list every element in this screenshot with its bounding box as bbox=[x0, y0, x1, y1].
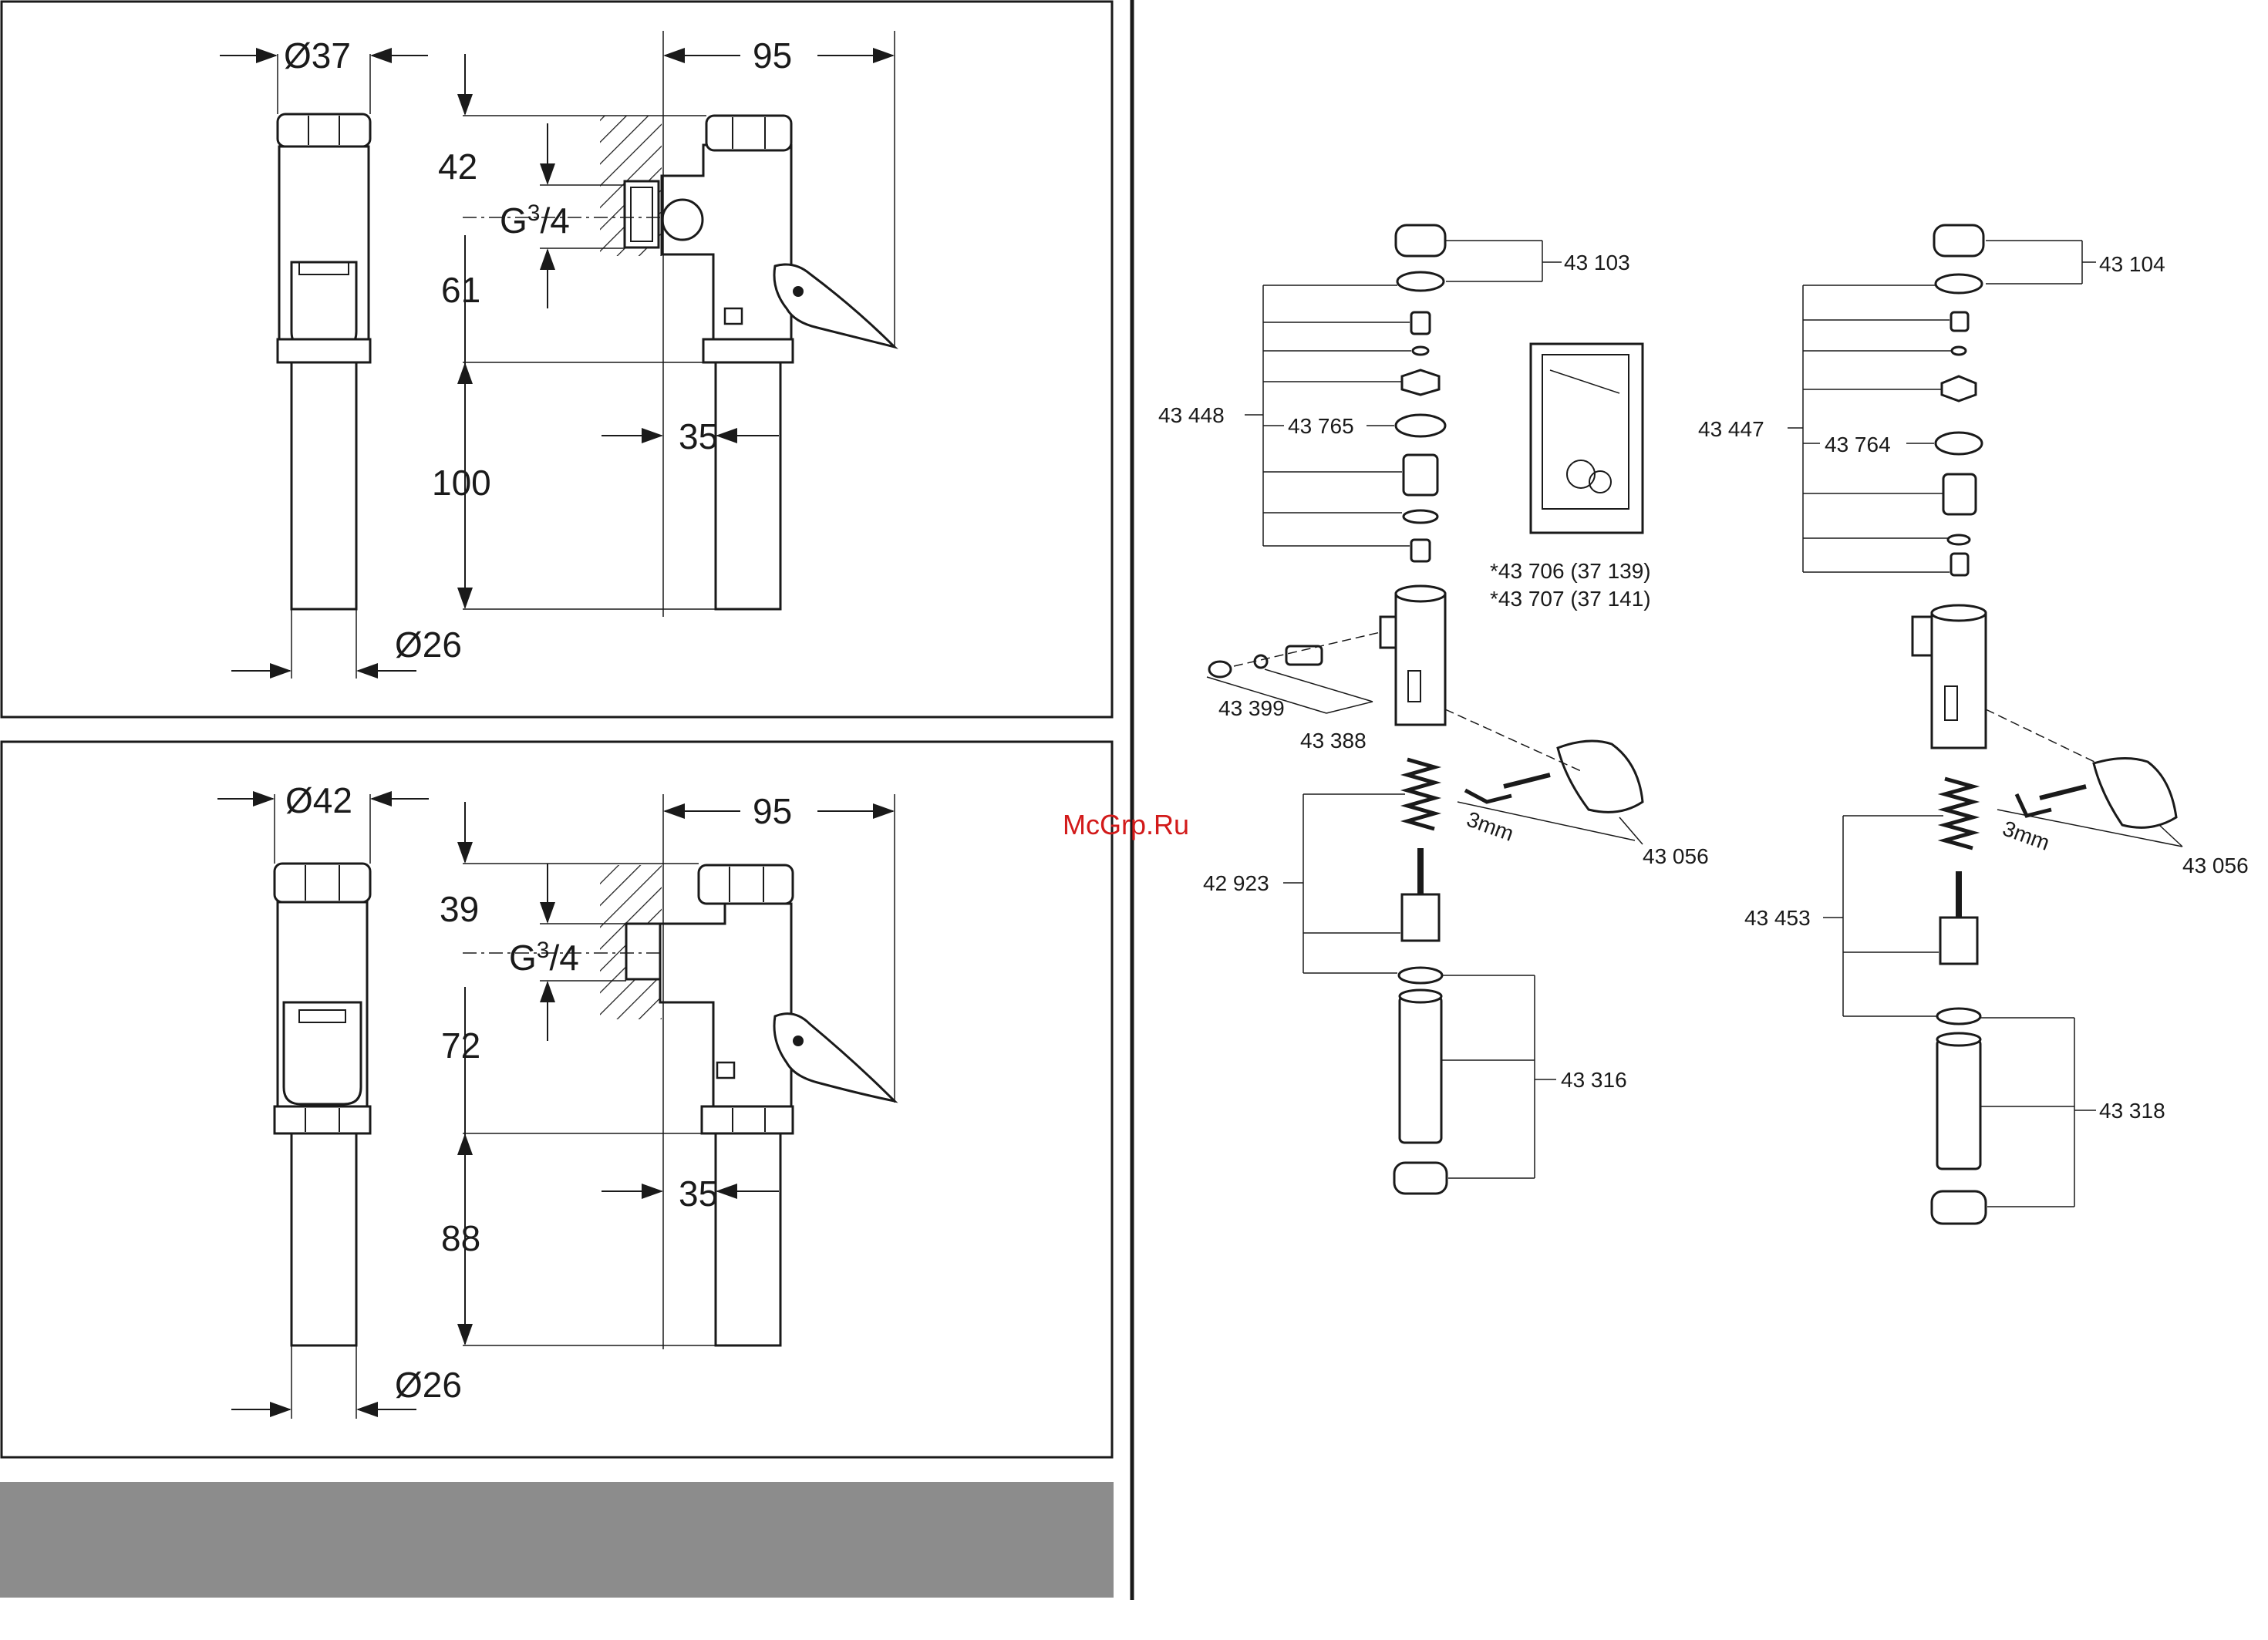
left-housing bbox=[1380, 594, 1445, 725]
top-panel-frame bbox=[2, 2, 1112, 717]
left-spindle-top bbox=[1411, 312, 1430, 334]
right-oring-3 bbox=[1937, 1009, 1980, 1024]
left-tube-set-label: 43 316 bbox=[1561, 1068, 1627, 1092]
left-lever-label: 43 056 bbox=[1643, 844, 1709, 868]
right-key-size: 3mm bbox=[2000, 817, 2053, 855]
right-housing bbox=[1912, 613, 1986, 748]
right-small-oring bbox=[1952, 347, 1966, 355]
top-thread-g: G bbox=[500, 200, 527, 241]
right-cap-seal bbox=[1936, 274, 1982, 293]
top-thread-num: 3 bbox=[527, 200, 541, 226]
left-bottom-nut bbox=[1394, 1163, 1447, 1194]
top-outer-diameter-label: Ø37 bbox=[284, 35, 351, 76]
left-nozzle bbox=[1411, 540, 1430, 561]
left-plug bbox=[1286, 646, 1322, 665]
right-oring-2 bbox=[1948, 535, 1970, 544]
right-tube-set-label: 43 318 bbox=[2099, 1099, 2165, 1123]
bottom-panel-frame bbox=[2, 742, 1112, 1457]
grey-footer-bar bbox=[0, 1482, 1114, 1598]
right-spring bbox=[1945, 779, 1973, 848]
bottom-width-label: 95 bbox=[753, 791, 792, 831]
left-cap bbox=[1396, 225, 1445, 256]
top-thread-label: G3/4 bbox=[500, 200, 570, 241]
bottom-offset-label: 35 bbox=[679, 1174, 718, 1214]
bottom-thread-den: /4 bbox=[549, 938, 578, 978]
left-screw-head bbox=[1209, 662, 1231, 677]
right-spindle-top bbox=[1951, 312, 1968, 331]
top-dim-top-label: 42 bbox=[438, 146, 477, 187]
top-dimension-drawing: Ø37 95 42 G3/4 61 35 100 Ø26 bbox=[220, 31, 895, 679]
left-lever bbox=[1558, 741, 1643, 812]
bottom-outer-diameter-label: Ø42 bbox=[285, 780, 352, 820]
bottom-thread-g: G bbox=[509, 938, 537, 978]
right-seat-ring bbox=[1936, 433, 1982, 454]
left-piston-label: 42 923 bbox=[1203, 871, 1269, 895]
exploded-view-right: 3mm bbox=[1698, 225, 2249, 1224]
bottom-front-view bbox=[275, 864, 370, 1345]
left-screw-label: 43 399 bbox=[1218, 696, 1285, 720]
left-spring bbox=[1407, 759, 1434, 829]
left-washer bbox=[1255, 655, 1267, 668]
right-seat-ring-label: 43 764 bbox=[1825, 433, 1891, 456]
top-dim-pipe-label: 100 bbox=[432, 463, 491, 503]
left-cap-seal-label: 43 103 bbox=[1564, 251, 1630, 274]
left-seat-ring-label: 43 765 bbox=[1288, 414, 1354, 438]
bottom-side-view bbox=[600, 865, 895, 1345]
right-valve-body bbox=[1943, 474, 1976, 514]
top-dim-mid-label: 61 bbox=[441, 270, 480, 310]
right-lever bbox=[2094, 758, 2176, 827]
top-thread-den: /4 bbox=[540, 200, 569, 241]
right-nut bbox=[1942, 376, 1976, 401]
left-oring-3 bbox=[1399, 968, 1442, 983]
left-valve-body bbox=[1404, 455, 1437, 495]
left-tube bbox=[1400, 996, 1441, 1143]
top-front-view bbox=[278, 114, 370, 609]
left-plug-label: 43 388 bbox=[1300, 729, 1367, 753]
bottom-dim-mid-label: 72 bbox=[441, 1025, 480, 1066]
left-allen-key bbox=[1465, 790, 1511, 802]
bottom-pipe-diameter-label: Ø26 bbox=[395, 1365, 462, 1405]
right-bottom-nut bbox=[1932, 1191, 1986, 1224]
right-piston-label: 43 453 bbox=[1744, 906, 1811, 930]
top-pipe-diameter-label: Ø26 bbox=[395, 625, 462, 665]
right-cartridge-set-label: 43 447 bbox=[1698, 417, 1764, 441]
left-repair-kit-bag bbox=[1531, 344, 1643, 533]
bottom-dim-top-label: 39 bbox=[440, 889, 479, 929]
left-cap-seal bbox=[1397, 272, 1444, 291]
right-tube bbox=[1937, 1039, 1980, 1169]
right-piston bbox=[1940, 918, 1977, 964]
top-offset-label: 35 bbox=[679, 416, 718, 456]
left-repair-kit-1-label: *43 706 (37 139) bbox=[1490, 559, 1651, 583]
right-cap-seal-label: 43 104 bbox=[2099, 252, 2165, 276]
bottom-dim-pipe-label: 88 bbox=[441, 1218, 480, 1258]
bottom-thread-label: G3/4 bbox=[509, 938, 579, 978]
left-piston bbox=[1402, 894, 1439, 941]
bottom-thread-num: 3 bbox=[537, 938, 550, 963]
top-width-label: 95 bbox=[753, 35, 792, 76]
right-lever-label: 43 056 bbox=[2182, 854, 2249, 877]
left-cartridge-set-label: 43 448 bbox=[1158, 403, 1225, 427]
watermark: McGrp.Ru bbox=[1063, 809, 1189, 840]
exploded-view-left: 3mm bbox=[1158, 225, 1709, 1194]
left-oring-2 bbox=[1404, 510, 1437, 523]
left-small-oring bbox=[1413, 347, 1428, 355]
right-nozzle bbox=[1951, 554, 1968, 575]
right-cap bbox=[1934, 225, 1983, 256]
left-nut bbox=[1402, 370, 1439, 395]
left-repair-kit-2-label: *43 707 (37 141) bbox=[1490, 587, 1651, 611]
bottom-dimension-drawing: Ø42 95 39 G3/4 72 35 88 Ø26 bbox=[217, 780, 895, 1419]
left-seat-ring bbox=[1396, 415, 1445, 436]
